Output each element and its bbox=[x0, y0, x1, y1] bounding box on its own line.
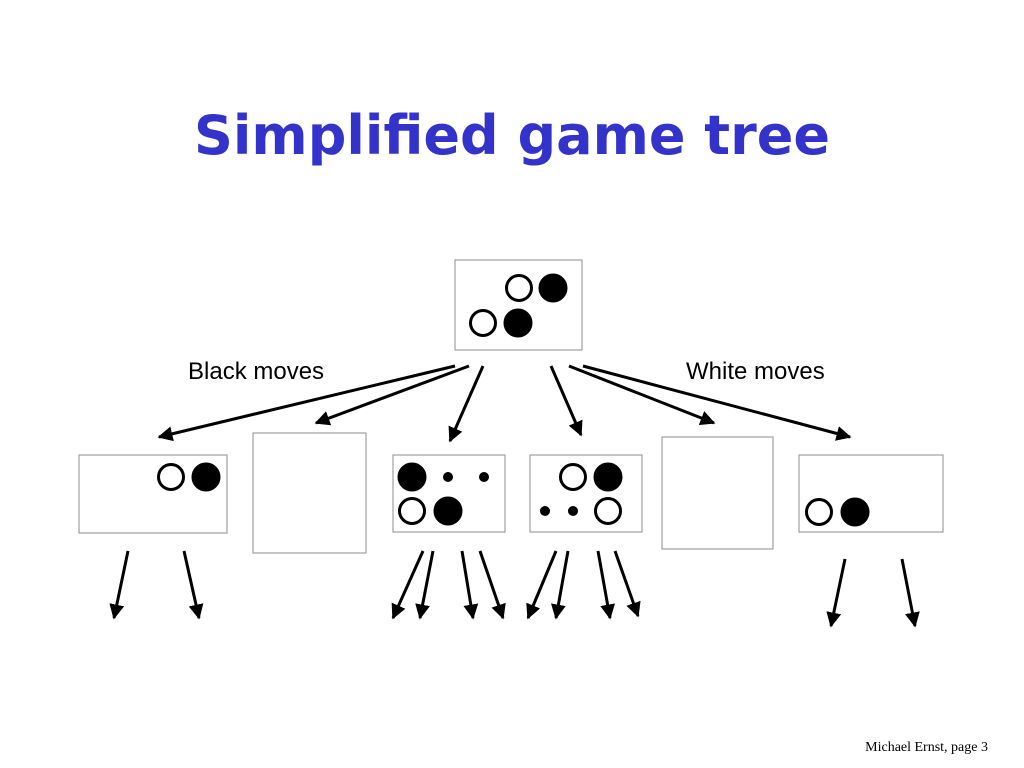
slide-title: Simplified game tree bbox=[194, 104, 830, 167]
footer-page-info: Michael Ernst, page 3 bbox=[865, 740, 988, 755]
child-6-leaf-edge-2 bbox=[900, 558, 920, 628]
root-black-stone bbox=[538, 273, 568, 303]
edge-root-to-child-1 bbox=[157, 364, 456, 442]
black-moves-label: Black moves bbox=[188, 358, 325, 385]
root-black-stone bbox=[503, 308, 533, 338]
child-4-white-stone bbox=[594, 497, 622, 525]
child-4-empty-point bbox=[568, 506, 578, 516]
child-2-node bbox=[252, 432, 367, 554]
edge-root-to-child-5 bbox=[568, 364, 716, 426]
child-4-white-stone bbox=[559, 463, 587, 491]
child-4-black-stone bbox=[593, 462, 623, 492]
child-4-leaf-edge-2 bbox=[550, 550, 570, 620]
child-3-leaf-edge-3 bbox=[460, 550, 479, 620]
child-4-leaf-edge-1 bbox=[526, 550, 558, 620]
child-3-black-stone bbox=[397, 462, 427, 492]
child-4-node bbox=[529, 454, 643, 533]
tree-edges bbox=[109, 364, 920, 628]
child-3-leaf-edge-4 bbox=[478, 550, 506, 620]
child-1-leaf-edge-1 bbox=[109, 550, 130, 620]
root-white-stone bbox=[469, 309, 497, 337]
child-6-black-stone bbox=[840, 497, 870, 527]
edge-root-to-child-3 bbox=[448, 365, 485, 443]
root-white-stone bbox=[505, 274, 533, 302]
child-1-black-stone bbox=[191, 462, 221, 492]
tree-nodes bbox=[78, 259, 944, 554]
child-3-leaf-edge-1 bbox=[391, 550, 425, 620]
child-3-black-stone bbox=[433, 496, 463, 526]
child-3-empty-point bbox=[479, 472, 489, 482]
child-3-white-stone bbox=[398, 497, 426, 525]
child-4-empty-point bbox=[540, 506, 550, 516]
edge-root-to-child-4 bbox=[549, 365, 583, 437]
edge-root-to-child-6 bbox=[582, 364, 852, 441]
child-4-leaf-edge-3 bbox=[596, 550, 616, 620]
edge-root-to-child-2 bbox=[314, 364, 470, 426]
child-6-white-stone bbox=[805, 498, 833, 526]
child-3-leaf-edge-2 bbox=[415, 550, 435, 620]
child-5-node bbox=[661, 436, 774, 550]
white-moves-label: White moves bbox=[686, 358, 825, 385]
child-1-leaf-edge-2 bbox=[182, 550, 204, 620]
child-4-leaf-edge-4 bbox=[613, 550, 641, 618]
child-1-white-stone bbox=[157, 463, 185, 491]
child-6-leaf-edge-1 bbox=[826, 558, 847, 628]
child-3-empty-point bbox=[443, 472, 453, 482]
